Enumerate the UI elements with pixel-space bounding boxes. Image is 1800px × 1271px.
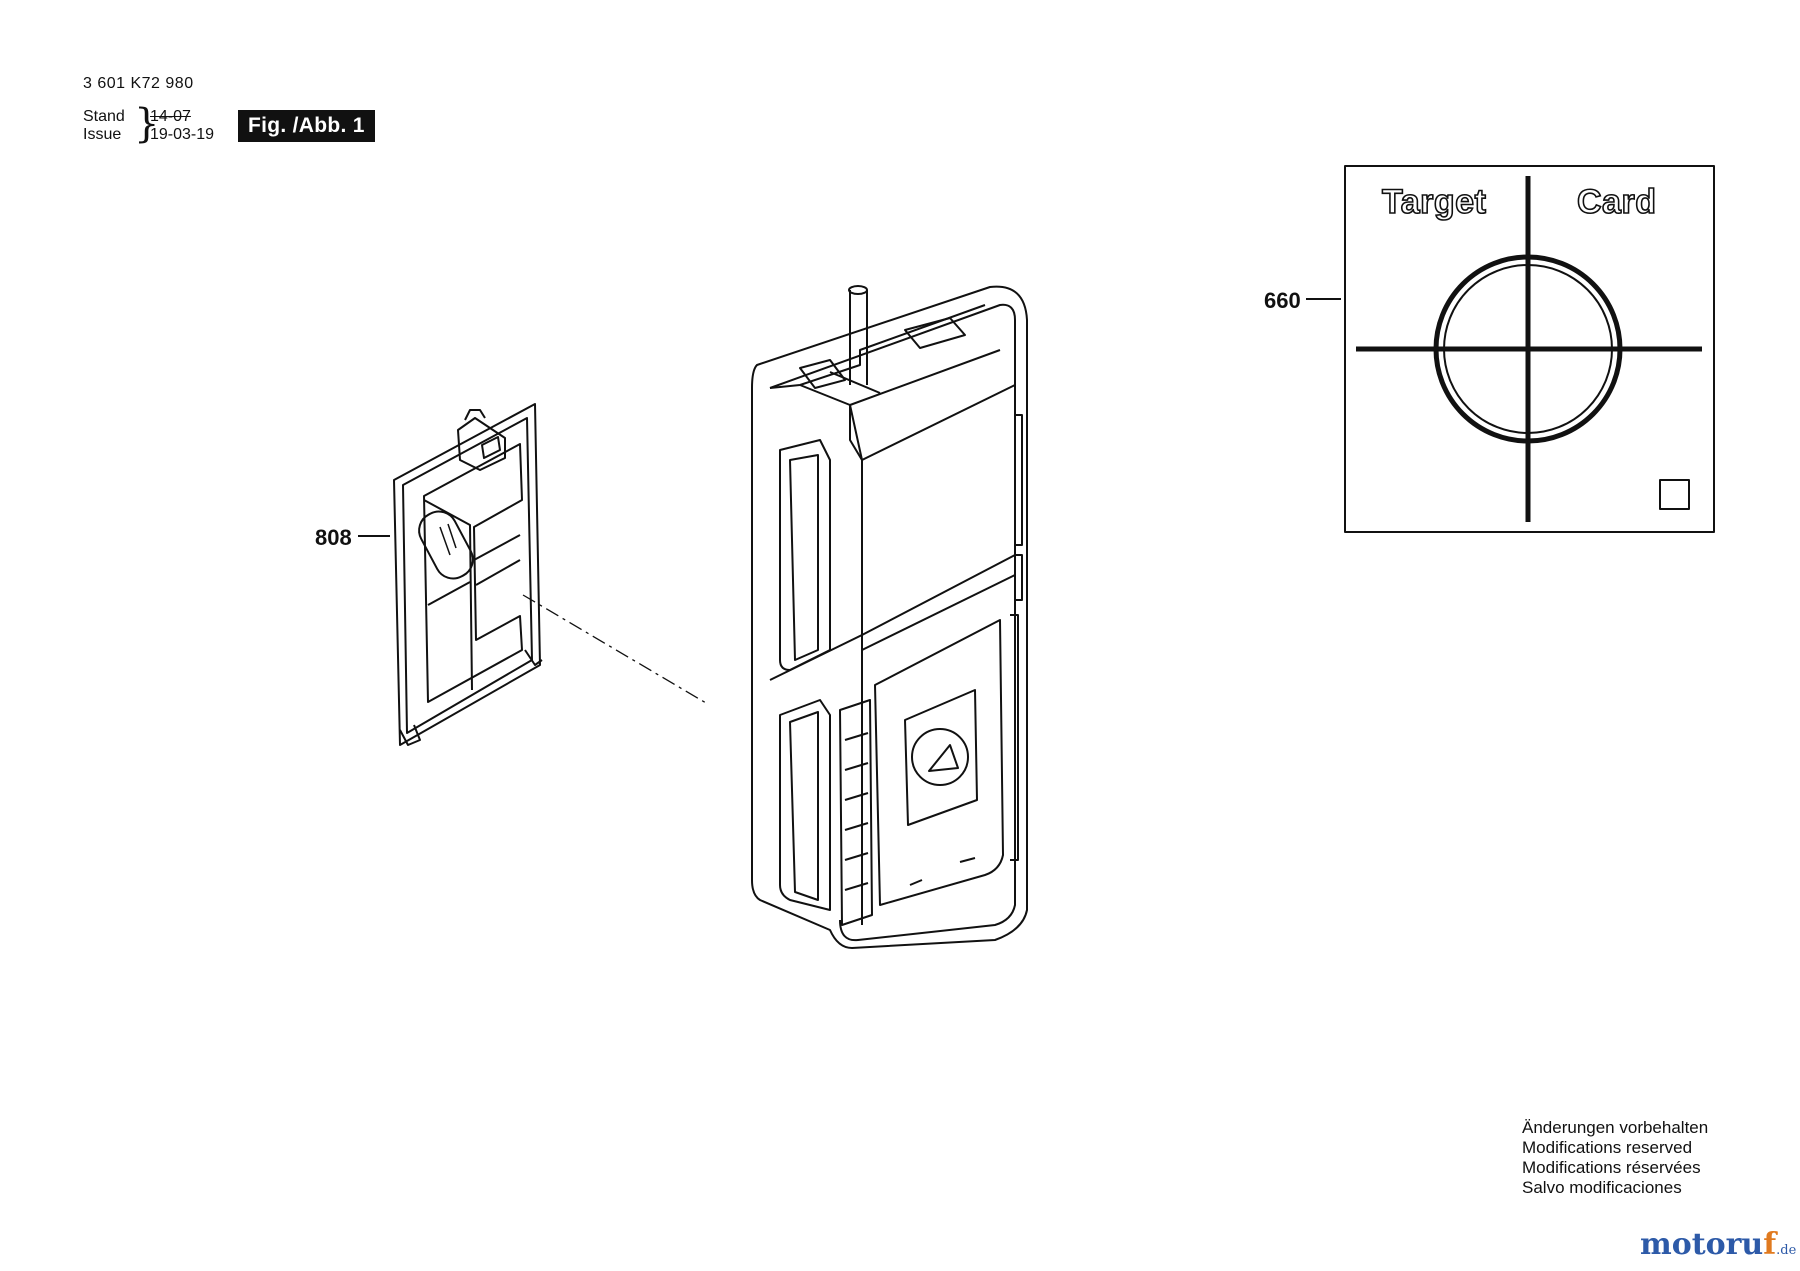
brand-main: motoru: [1640, 1227, 1764, 1262]
part-number: 3 601 K72 980: [83, 75, 194, 92]
date-brace: }: [134, 101, 160, 147]
note-line: Modifications reserved: [1522, 1138, 1693, 1157]
stand-label: Stand: [83, 108, 125, 125]
receiver-housing-part: [751, 285, 1028, 949]
checkbox-square: [1659, 479, 1690, 510]
battery-cover-part: [393, 403, 543, 746]
target-card-part: [1344, 165, 1715, 533]
target-card-title-right: Card: [1576, 182, 1657, 222]
target-card-title-left: Target: [1381, 182, 1487, 222]
callout-660: 660: [1264, 288, 1301, 313]
brand-logo: motoruf.de: [1640, 1227, 1796, 1262]
note-line: Änderungen vorbehalten: [1522, 1118, 1709, 1137]
brand-tld: .de: [1776, 1243, 1797, 1258]
assembly-axis-line: [522, 594, 707, 704]
issue-date: 19-03-19: [150, 126, 215, 143]
figure-badge: Fig. /Abb. 1: [238, 110, 375, 142]
issue-label: Issue: [83, 126, 122, 143]
modification-notes: Änderungen vorbehalten Modifications res…: [1522, 1118, 1708, 1198]
stand-date: 14-07: [150, 108, 191, 125]
note-line: Modifications réservées: [1522, 1158, 1701, 1177]
note-line: Salvo modificaciones: [1522, 1178, 1682, 1197]
brand-accent: f: [1763, 1227, 1777, 1262]
callout-808: 808: [315, 525, 352, 550]
